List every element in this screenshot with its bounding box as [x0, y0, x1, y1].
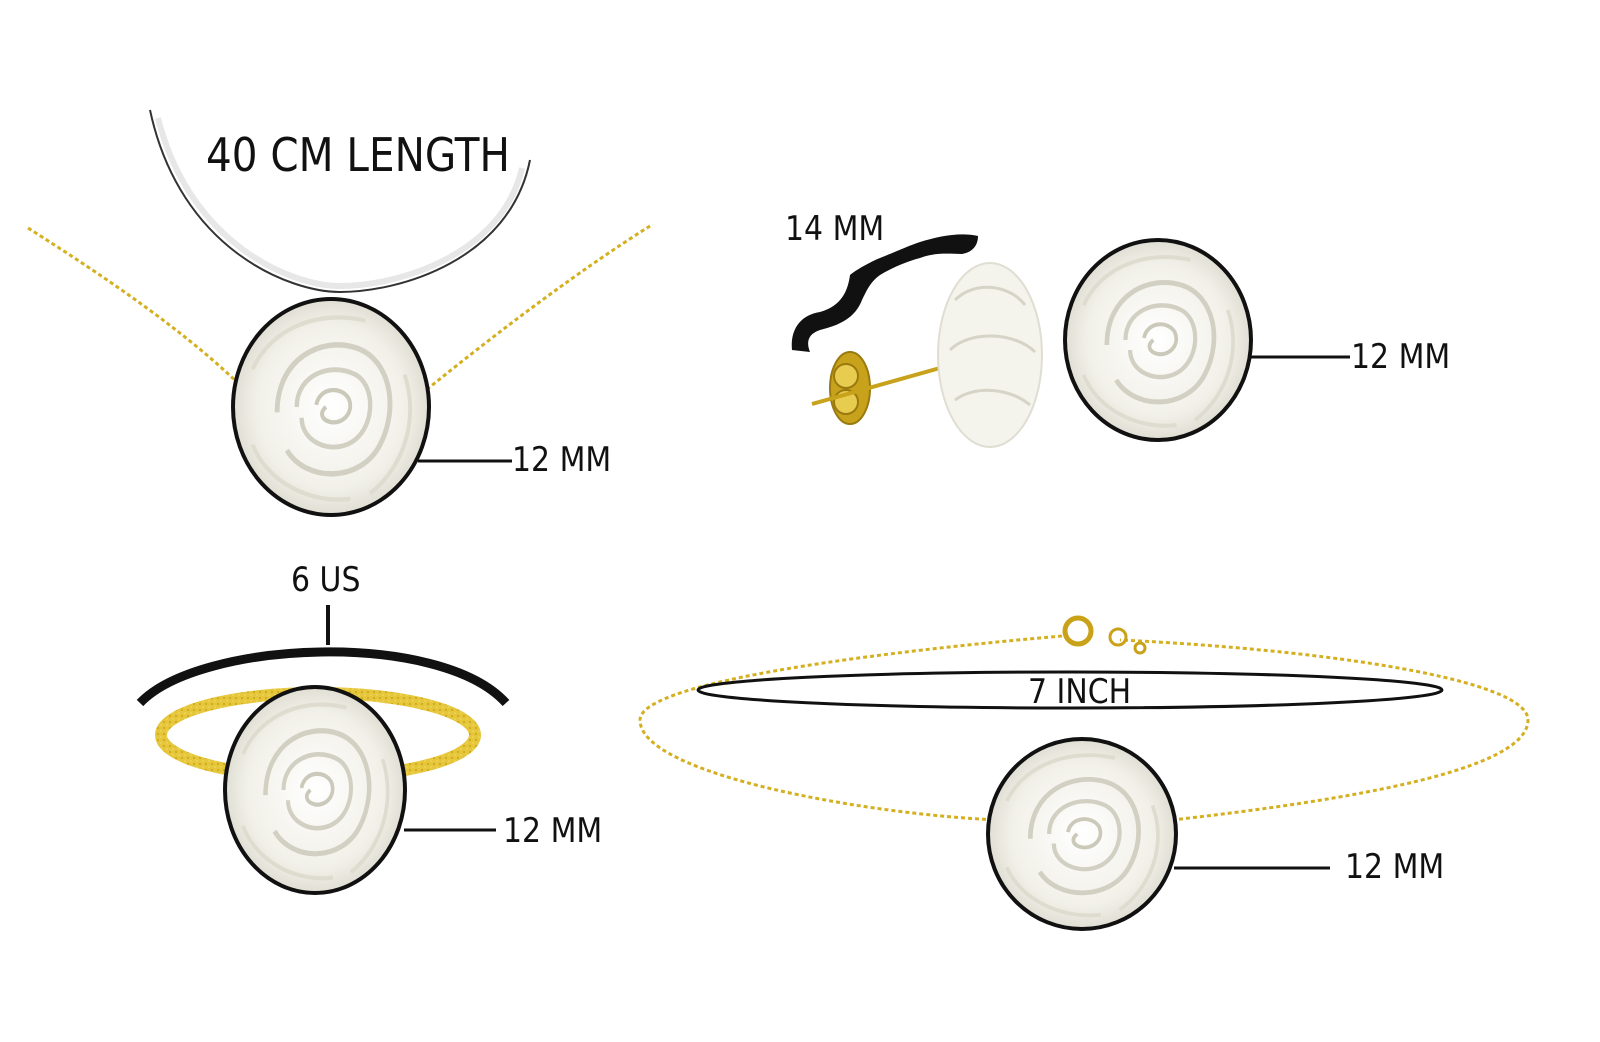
- necklace-length-arc-shadow: [155, 117, 525, 290]
- ring-group: [136, 605, 510, 895]
- bracelet-clasp: [1062, 615, 1147, 655]
- bracelet-chain: [638, 634, 1530, 822]
- necklace-chain-right: [419, 224, 651, 397]
- ring-size-label: 6 US: [291, 560, 361, 600]
- earring-butterfly-back: [811, 351, 941, 425]
- necklace-length-arc: [149, 109, 531, 294]
- ring-rose-size-label: 12 MM: [503, 811, 603, 851]
- earring-stud-size-label: 14 MM: [785, 209, 885, 249]
- bracelet-length-ellipse: [696, 670, 1444, 710]
- ring-rose-outline: [223, 685, 407, 895]
- earring-rose-outline: [1063, 238, 1253, 442]
- necklace-group: [27, 109, 651, 517]
- earrings-group: [791, 234, 1350, 448]
- bracelet-rose-size-label: 12 MM: [1345, 847, 1445, 887]
- bracelet-length-label: 7 INCH: [1028, 672, 1132, 712]
- ring-size-arc: [136, 647, 510, 707]
- earring-rose-side: [937, 262, 1043, 448]
- necklace-length-label: 40 CM LENGTH: [206, 128, 510, 182]
- necklace-rose-outline: [231, 297, 431, 517]
- necklace-chain-left: [27, 226, 247, 392]
- bracelet-rose-outline: [986, 737, 1178, 931]
- bracelet-group: [638, 615, 1530, 931]
- earring-rose-size-label: 12 MM: [1351, 337, 1451, 377]
- necklace-pendant-size-label: 12 MM: [512, 440, 612, 480]
- earring-brace: [791, 234, 978, 352]
